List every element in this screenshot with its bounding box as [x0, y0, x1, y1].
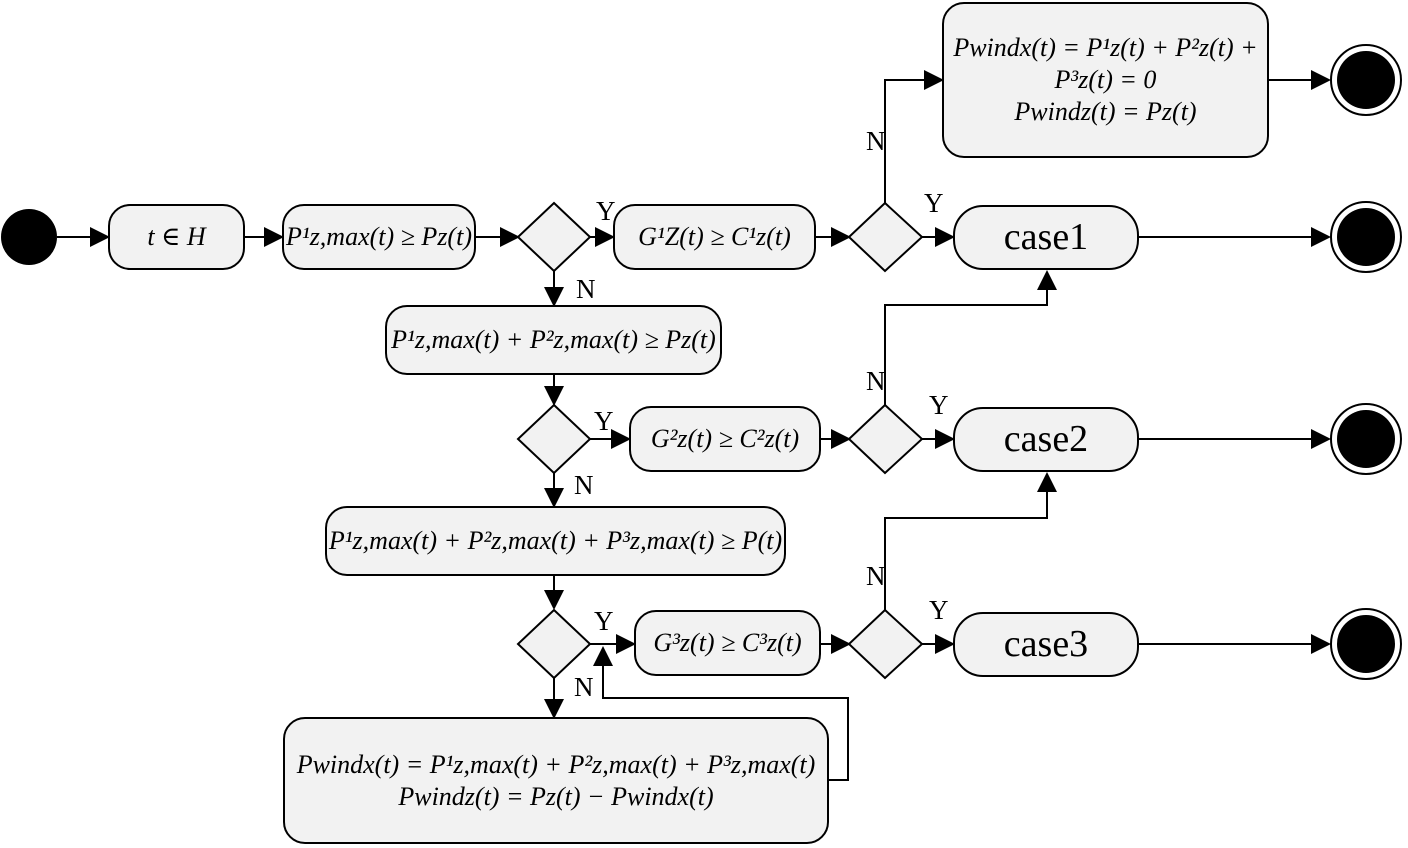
label-y-1b: Y — [924, 188, 944, 218]
arrow-n-to-case1 — [884, 270, 1057, 405]
bottom-formula-line-1: Pwindx(t) = P¹z,max(t) + P²z,max(t) + P³… — [296, 749, 816, 779]
case1-label: case1 — [1003, 216, 1089, 259]
condition-g3-text: G³z(t) ≥ C³z(t) — [653, 628, 802, 658]
condition-p123-box: P¹z,max(t) + P²z,max(t) + P³z,max(t) ≥ P… — [325, 506, 786, 576]
start-condition-box: t ∈ H — [108, 204, 245, 270]
condition-g1-text: G¹Z(t) ≥ C¹z(t) — [638, 222, 791, 252]
decision-diamond-1b — [847, 201, 924, 273]
label-y-2b: Y — [929, 390, 949, 420]
arrow-loop-back — [593, 646, 849, 781]
condition-g1-box: G¹Z(t) ≥ C¹z(t) — [613, 204, 816, 270]
decision-diamond-2b — [847, 403, 924, 475]
case2-label: case2 — [1003, 418, 1089, 461]
case2-box: case2 — [953, 407, 1139, 472]
bottom-formula-box: Pwindx(t) = P¹z,max(t) + P²z,max(t) + P³… — [283, 717, 829, 844]
top-formula-box: Pwindx(t) = P¹z(t) + P²z(t) + P³z(t) = 0… — [942, 2, 1269, 158]
case3-box: case3 — [953, 612, 1139, 677]
decision-diamond-2 — [516, 403, 592, 475]
label-n-case1: N — [866, 366, 886, 396]
label-y-2: Y — [594, 406, 614, 436]
label-y-3: Y — [594, 606, 614, 636]
condition-g2-box: G²z(t) ≥ C²z(t) — [629, 406, 821, 472]
condition-p12-text: P¹z,max(t) + P²z,max(t) ≥ Pz(t) — [391, 325, 716, 355]
end-node-case1 — [1330, 201, 1402, 273]
end-node-case2 — [1330, 403, 1402, 475]
arrow-n-to-top-box — [884, 70, 944, 203]
label-n-3: N — [574, 672, 594, 702]
top-formula-line-3: Pwindz(t) = Pz(t) — [1014, 96, 1197, 126]
label-n-1: N — [576, 274, 596, 304]
condition-p123-text: P¹z,max(t) + P²z,max(t) + P³z,max(t) ≥ P… — [328, 526, 783, 556]
label-y-3b: Y — [929, 595, 949, 625]
condition-p1-text: P¹z,max(t) ≥ Pz(t) — [286, 222, 472, 252]
start-condition-text: t ∈ H — [147, 222, 206, 252]
label-n-case2: N — [866, 561, 886, 591]
decision-diamond-3 — [516, 608, 592, 680]
label-n-2: N — [574, 470, 594, 500]
label-n-top: N — [866, 126, 886, 156]
case1-box: case1 — [953, 205, 1139, 270]
arrow-n-to-case2 — [884, 472, 1057, 610]
label-y-1: Y — [596, 196, 616, 226]
decision-diamond-1 — [516, 201, 592, 273]
decision-diamond-3b — [847, 608, 924, 680]
case3-label: case3 — [1003, 623, 1089, 666]
end-node-case3 — [1330, 608, 1402, 680]
condition-p12-box: P¹z,max(t) + P²z,max(t) ≥ Pz(t) — [385, 305, 722, 375]
condition-g3-box: G³z(t) ≥ C³z(t) — [634, 610, 821, 676]
condition-p1-box: P¹z,max(t) ≥ Pz(t) — [282, 204, 476, 270]
top-formula-line-1: Pwindx(t) = P¹z(t) + P²z(t) + — [953, 33, 1258, 63]
end-node-top — [1330, 44, 1402, 116]
top-formula-line-2: P³z(t) = 0 — [1054, 65, 1157, 95]
bottom-formula-line-2: Pwindz(t) = Pz(t) − Pwindx(t) — [398, 781, 714, 811]
condition-g2-text: G²z(t) ≥ C²z(t) — [650, 424, 800, 454]
start-node — [1, 209, 57, 265]
